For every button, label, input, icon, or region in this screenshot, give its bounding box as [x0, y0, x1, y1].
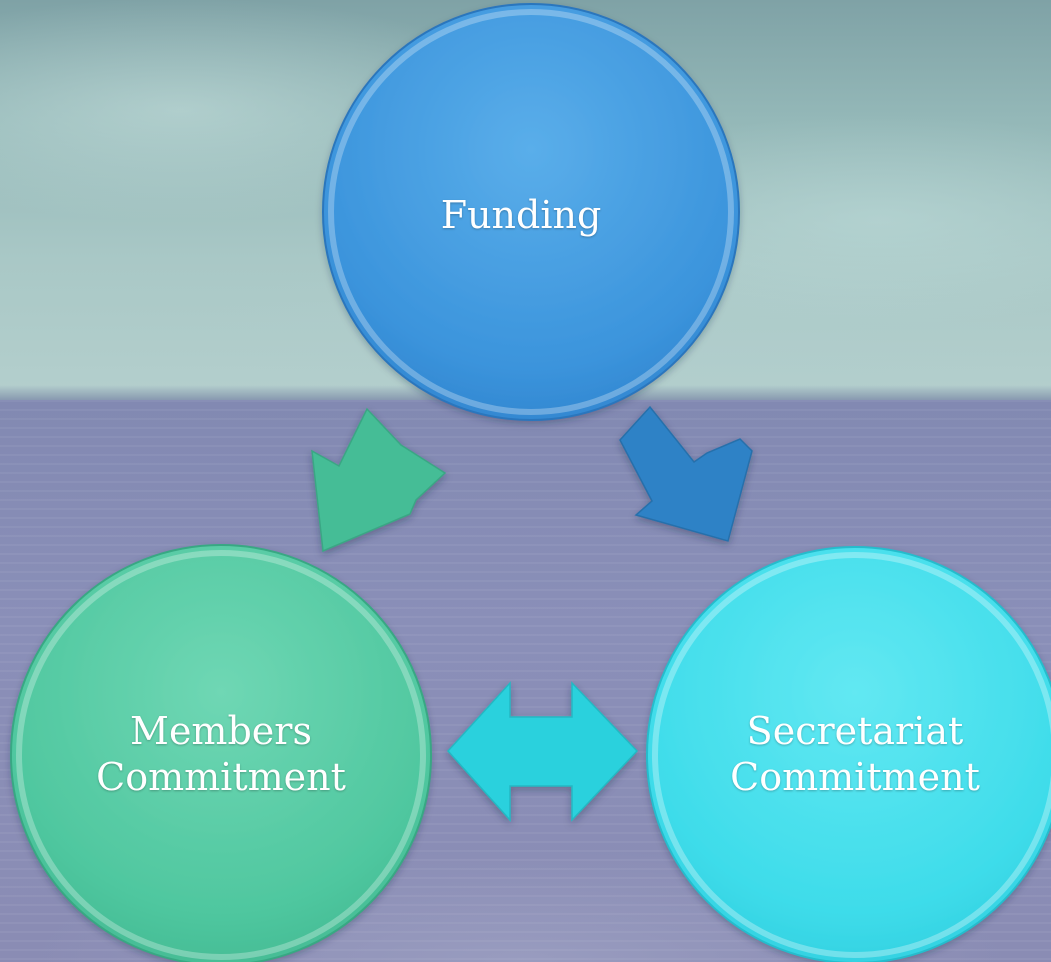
secretariat-commitment-label: Secretariat Commitment: [690, 708, 1020, 800]
node-funding: [322, 3, 740, 421]
node-members-commitment: [10, 544, 432, 962]
double-arrow-members-secretariat: [446, 681, 639, 822]
secretariat-label-line1: Secretariat: [746, 709, 964, 753]
members-commitment-label: Members Commitment: [56, 708, 386, 800]
arrow-funding-to-members: [311, 407, 447, 553]
secretariat-label-line2: Commitment: [730, 755, 980, 799]
members-label-line1: Members: [130, 709, 312, 753]
funding-label-text: Funding: [440, 193, 602, 237]
funding-label: Funding: [436, 192, 606, 238]
members-label-line2: Commitment: [96, 755, 346, 799]
arrow-funding-to-secretariat: [619, 405, 753, 542]
node-secretariat-commitment: [646, 546, 1051, 962]
